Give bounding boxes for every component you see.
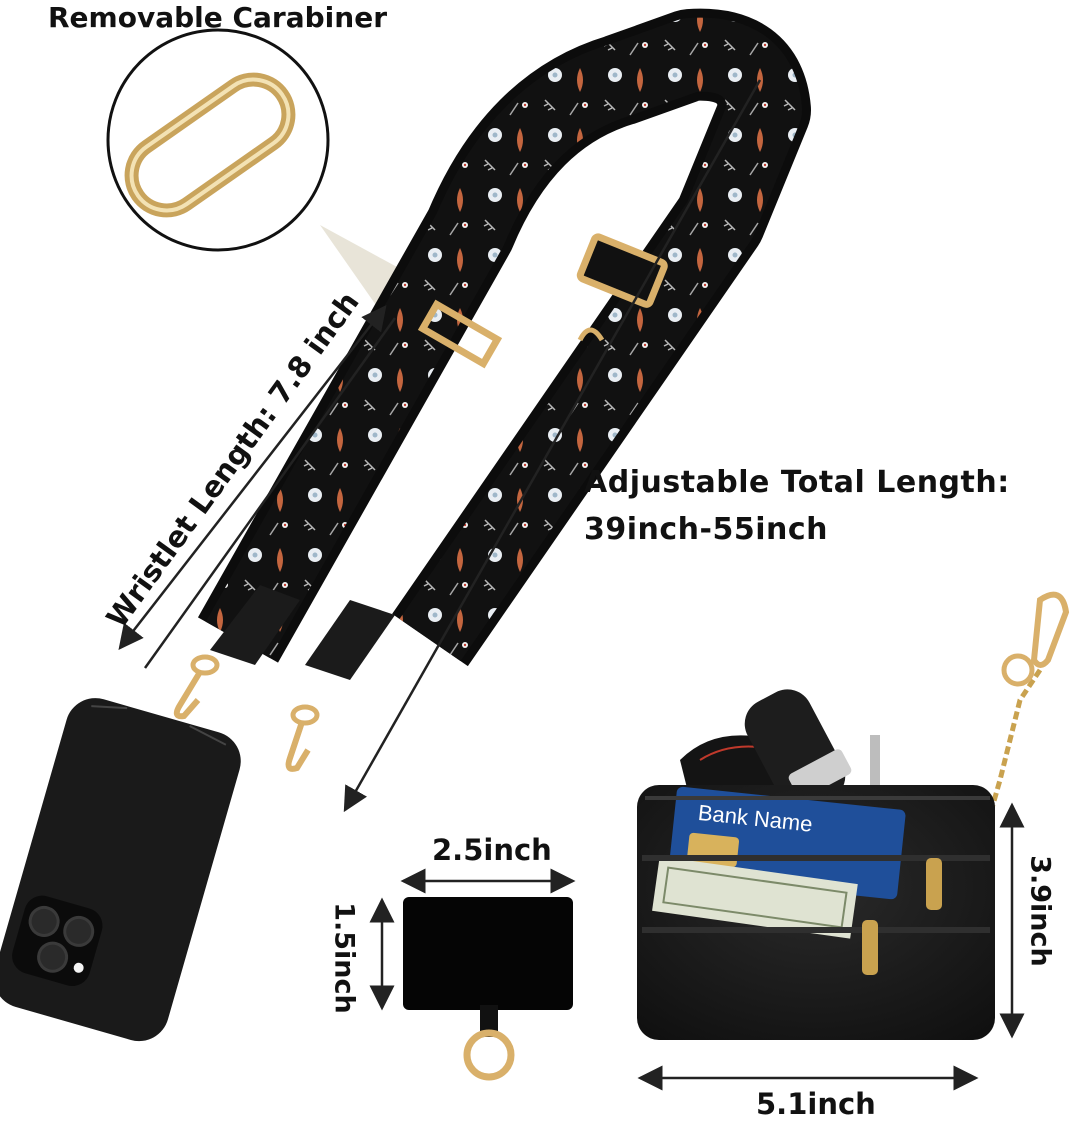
dimension-wristlet-guide [143,317,397,669]
adjustable-length-range: 39inch-55inch [584,512,829,547]
patch-icon [403,897,573,1081]
pouch-width-label: 5.1inch [756,1087,876,1121]
hook-right [285,721,311,772]
carabiner-callout [106,28,430,318]
hook-left [173,670,203,720]
hooks [173,654,320,772]
patch-width-label: 2.5inch [432,833,552,867]
chain [987,668,1043,816]
dimension-total [343,79,762,813]
carabiner-title: Removable Carabiner [48,1,388,34]
slider-buckle [417,299,503,369]
strap-end-tab-right [305,600,395,680]
callout-circle [106,28,330,252]
adjustable-length-label: Adjustable Total Length: [584,465,1010,500]
pouch-icon [637,591,1070,1040]
carabiner-icon [124,72,296,218]
d-ring [577,327,605,342]
dimension-wristlet [118,305,387,650]
phone-case-icon [0,698,241,1042]
lobster-clasp [1030,591,1070,668]
banknote-icon [652,856,858,939]
patch-height-label: 1.5inch [328,902,360,1014]
dimension-lines [118,79,1025,1091]
pouch-height-label: 3.9inch [1024,855,1056,967]
